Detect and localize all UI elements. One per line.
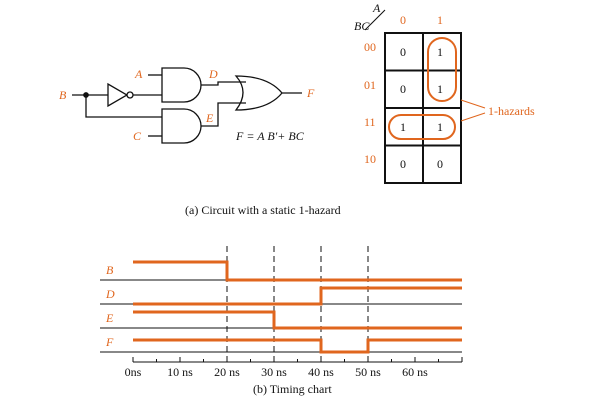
tick-label: 30 ns: [261, 365, 287, 379]
tick-label: 40 ns: [308, 365, 334, 379]
caption-b: (b) Timing chart: [253, 382, 332, 396]
and-gate-2: [161, 108, 202, 144]
kmap-col-header-1: 1: [437, 13, 443, 27]
hazard-label: 1-hazards: [488, 104, 535, 118]
waveform-d: [133, 286, 462, 306]
hazard-pointer: [460, 112, 486, 122]
wire-d: [201, 81, 246, 86]
signal-label-b: B: [106, 263, 114, 277]
signal-label-d: D: [105, 287, 115, 301]
and-gate-1: [161, 67, 202, 103]
kmap-cell: 0: [437, 157, 443, 171]
kmap-cell: 1: [400, 120, 406, 134]
kmap-row-header-01: 01: [364, 78, 376, 92]
kmap-col-header-0: 0: [400, 13, 406, 27]
tick-label: 0ns: [125, 365, 142, 379]
waveform-e: [133, 310, 462, 330]
kmap-cell: 0: [400, 82, 406, 96]
boolean-equation: F = A B′+ BC: [235, 129, 305, 143]
karnaugh-map: A BC 0 1 00 01 11 10 0 1 0 1 1 1 0 0 1-h…: [354, 1, 535, 184]
inverter-bubble: [126, 91, 134, 99]
inverter-gate: [107, 82, 129, 108]
kmap-cell: 0: [400, 157, 406, 171]
label-c: C: [133, 129, 142, 143]
label-a: A: [134, 67, 143, 81]
kmap-cell: 1: [437, 120, 443, 134]
kmap-corner-diagonal: [364, 9, 386, 31]
wire-b-branch: [85, 95, 162, 118]
waveform-f: [133, 338, 462, 354]
kmap-row-header-00: 00: [364, 40, 376, 54]
kmap-row-header-11: 11: [364, 115, 376, 129]
or-gate: [234, 75, 283, 111]
label-b: B: [59, 88, 67, 102]
circuit-labels: B A C D E F F = A B′+ BC (a) Circuit wit…: [59, 67, 341, 217]
tick-label: 60 ns: [402, 365, 428, 379]
logic-circuit: [72, 67, 302, 144]
kmap-row-header-10: 10: [364, 152, 376, 166]
hazard-pointer: [460, 99, 486, 109]
label-d: D: [208, 67, 218, 81]
label-f: F: [306, 86, 315, 100]
tick-label: 20 ns: [214, 365, 240, 379]
signal-label-f: F: [105, 335, 114, 349]
caption-a: (a) Circuit with a static 1-hazard: [185, 203, 341, 217]
implicant-loop-bc: [388, 114, 456, 140]
wire-e: [201, 102, 246, 127]
kmap-var-bc: BC: [354, 19, 370, 33]
label-e: E: [205, 111, 214, 125]
kmap-cell: 0: [400, 45, 406, 59]
signal-label-e: E: [105, 311, 114, 325]
timing-waves: [133, 260, 462, 354]
kmap-cell: 1: [437, 82, 443, 96]
kmap-cell: 1: [437, 45, 443, 59]
tick-label: 10 ns: [167, 365, 193, 379]
timing-tick-labels: 0ns 10 ns 20 ns 30 ns 40 ns 50 ns 60 ns: [125, 365, 429, 379]
implicant-loop-ab-prime: [427, 37, 457, 102]
kmap-var-a: A: [372, 1, 381, 15]
waveform-b: [133, 260, 462, 282]
tick-label: 50 ns: [355, 365, 381, 379]
